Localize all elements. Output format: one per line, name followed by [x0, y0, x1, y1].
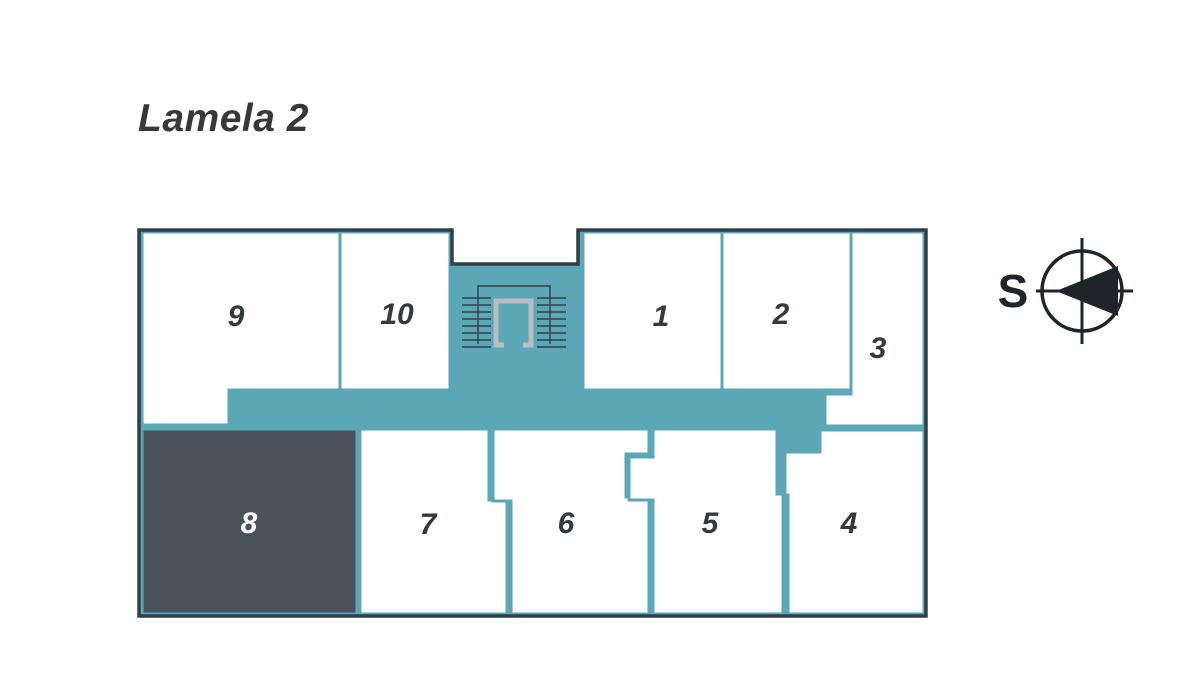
unit-1-label: 1 [653, 300, 670, 333]
unit-3-label: 3 [870, 332, 887, 365]
stairs-icon [462, 285, 566, 348]
unit-8-area[interactable] [140, 427, 359, 616]
unit-6-label: 6 [558, 507, 575, 540]
unit-8-label: 8 [241, 507, 258, 540]
unit-7-label: 7 [420, 508, 438, 541]
stairwell-outline [477, 285, 551, 344]
unit-5-label: 5 [702, 507, 720, 540]
unit-4-label: 4 [840, 507, 858, 540]
unit-4-area[interactable] [783, 428, 926, 616]
building-outline [137, 228, 928, 618]
compass-south-label: S [998, 265, 1029, 317]
compass-ring [1040, 249, 1124, 333]
unit-10-label: 10 [380, 298, 414, 331]
unit-5-area[interactable] [627, 427, 785, 616]
page-title: Lamela 2 [138, 97, 309, 140]
stair-railing [493, 298, 534, 348]
compass-needle [1056, 266, 1118, 316]
stair-steps-left [462, 297, 491, 348]
unit-2-label: 2 [772, 298, 790, 331]
unit-10-area[interactable] [338, 230, 452, 392]
unit-3-area[interactable] [823, 230, 926, 428]
stair-steps-right [537, 297, 566, 348]
unit-9-label: 9 [228, 300, 245, 333]
compass-icon: S [998, 238, 1133, 344]
